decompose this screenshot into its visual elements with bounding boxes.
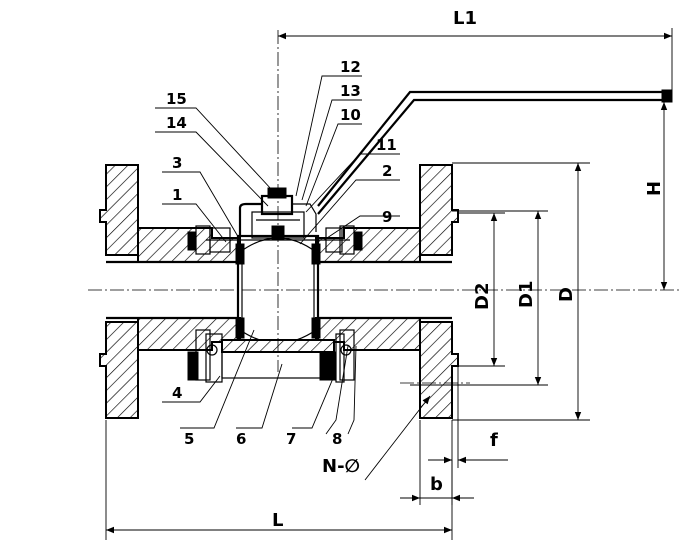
seat-lower-left — [235, 317, 245, 339]
part-label-4: 4 — [172, 384, 182, 402]
seat-upper-right — [311, 243, 321, 265]
leader-bolt-holes — [364, 395, 431, 481]
part-label-1: 1 — [172, 186, 182, 204]
part-label-5: 5 — [184, 430, 194, 448]
part-label-10: 10 — [340, 106, 361, 124]
left-flange-lower — [99, 321, 139, 419]
dim-D2: D2 — [472, 283, 493, 310]
handle-grip — [661, 89, 673, 103]
part-label-13: 13 — [340, 82, 361, 100]
dim-bolt-holes: N-∅ — [322, 456, 360, 477]
right-flange-lower — [419, 321, 459, 419]
dimension-lines — [105, 28, 673, 540]
handle — [317, 89, 673, 215]
right-end-cap — [315, 227, 421, 263]
seat-lower-right — [311, 317, 321, 339]
part-label-9: 9 — [382, 208, 392, 226]
dim-D: D — [556, 287, 577, 302]
part-label-8: 8 — [332, 430, 342, 448]
part-label-14: 14 — [166, 114, 187, 132]
part-label-12: 12 — [340, 58, 361, 76]
dim-b: b — [430, 474, 443, 495]
part-label-2: 2 — [382, 162, 392, 180]
right-flange — [419, 164, 459, 256]
part-label-11: 11 — [376, 136, 397, 154]
valve-body — [99, 164, 459, 419]
dim-f: f — [490, 430, 498, 451]
dim-L: L — [272, 510, 283, 531]
dim-H: H — [644, 181, 665, 196]
part-leaders — [155, 75, 400, 435]
part-label-6: 6 — [236, 430, 246, 448]
left-flange — [99, 164, 139, 256]
part-label-7: 7 — [286, 430, 296, 448]
dim-L1: L1 — [453, 8, 477, 29]
seat-upper-left — [235, 243, 245, 265]
lower-bolts — [187, 329, 355, 383]
part-label-3: 3 — [172, 154, 182, 172]
part-label-15: 15 — [166, 90, 187, 108]
dim-D1: D1 — [516, 281, 537, 308]
